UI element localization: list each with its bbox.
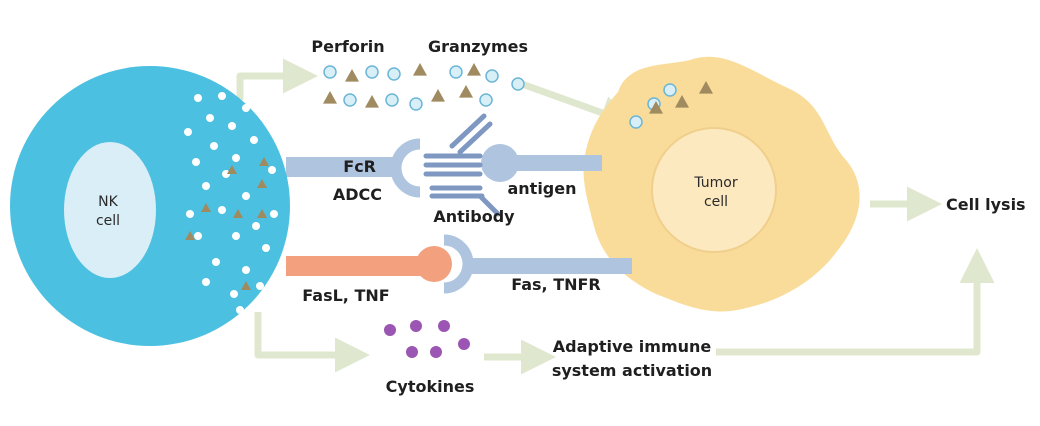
granzyme-granule — [459, 85, 473, 98]
antigen-label: antigen — [507, 179, 576, 198]
nk-granule — [186, 210, 194, 218]
granzyme-granule — [365, 95, 379, 108]
labels: Perforin Granzymes FcR ADCC Antibody ant… — [302, 37, 1025, 396]
perforin-granule — [387, 67, 401, 81]
perforin-granule — [365, 65, 379, 79]
tumor-granzyme — [649, 101, 663, 114]
perforin-granule — [323, 65, 337, 79]
tumor-cell-label-line2: cell — [704, 194, 728, 210]
fcr-cup — [390, 138, 421, 198]
nk-cell: NK cell — [10, 66, 290, 346]
nk-granule — [212, 258, 220, 266]
adcc-label: ADCC — [333, 185, 382, 204]
nk-granule — [270, 210, 278, 218]
adaptive-label-line2: system activation — [552, 361, 712, 380]
cytokine-dot — [458, 338, 470, 350]
antigen-bar — [500, 155, 602, 171]
nk-granule — [242, 104, 250, 112]
tumor-granule — [629, 115, 643, 129]
perforin-granule — [385, 93, 399, 107]
fasl-tnf-label: FasL, TNF — [302, 286, 389, 305]
nk-granzyme — [259, 157, 269, 166]
nk-granule — [184, 128, 192, 136]
nk-granzyme — [257, 209, 267, 218]
nk-granule — [228, 122, 236, 130]
fas-tnfr-label: Fas, TNFR — [511, 275, 601, 294]
antigen-head — [481, 144, 519, 182]
fasl-head — [416, 246, 452, 282]
nk-nucleus — [64, 142, 156, 278]
nk-cell-label-line1: NK — [98, 194, 118, 210]
cytokine-dot — [438, 320, 450, 332]
granules — [184, 63, 713, 358]
antibody — [423, 113, 501, 217]
nk-granule — [202, 182, 210, 190]
tumor-granule — [663, 83, 677, 97]
nk-granzyme — [241, 281, 251, 290]
perforin-granule — [511, 77, 525, 91]
nk-granule — [194, 232, 202, 240]
granzyme-granule — [467, 63, 481, 76]
tumor-granzyme — [675, 95, 689, 108]
nk-cell-label-line2: cell — [96, 213, 120, 229]
nk-granzyme — [227, 165, 237, 174]
fas-bar — [470, 258, 632, 274]
granzymes-label: Granzymes — [428, 37, 528, 56]
perforin-granule — [409, 97, 423, 111]
fcr-label: FcR — [343, 157, 376, 176]
cytokine-dot — [430, 346, 442, 358]
nk-granule — [242, 266, 250, 274]
cytokine-dot — [384, 324, 396, 336]
nk-granule — [206, 114, 214, 122]
tumor-cell: Tumor cell — [583, 56, 860, 312]
nk-granule — [252, 222, 260, 230]
nk-granule — [230, 290, 238, 298]
perforin-granule — [449, 65, 463, 79]
perforin-granule — [485, 69, 499, 83]
antibody-label: Antibody — [433, 207, 515, 226]
nk-granzyme — [233, 209, 243, 218]
nk-granule — [242, 192, 250, 200]
adaptive-label-line1: Adaptive immune — [553, 337, 712, 356]
nk-granule — [250, 136, 258, 144]
nk-granule — [268, 166, 276, 174]
arrow-adaptive-to-lysis — [716, 248, 995, 356]
tumor-granzyme — [699, 81, 713, 94]
fcr-bar — [286, 157, 398, 177]
cytokines-label: Cytokines — [386, 377, 475, 396]
nk-granule — [236, 306, 244, 314]
arrow-to-granules — [236, 58, 318, 100]
nk-granule — [194, 94, 202, 102]
nk-granzyme — [201, 203, 211, 212]
cytokine-dot — [406, 346, 418, 358]
tumor-nucleus — [651, 127, 777, 253]
cytokine-dot — [410, 320, 422, 332]
nk-granule — [218, 92, 226, 100]
receptors — [286, 138, 632, 294]
granzyme-granule — [323, 91, 337, 104]
nk-granule — [256, 282, 264, 290]
nk-granzyme — [257, 179, 267, 188]
nk-granzyme — [185, 231, 195, 240]
cell-lysis-label: Cell lysis — [946, 195, 1026, 214]
nk-granule — [202, 278, 210, 286]
nk-granule — [218, 206, 226, 214]
nk-granule — [210, 142, 218, 150]
nk-granule — [232, 232, 240, 240]
arrow-to-cytokines — [254, 312, 370, 373]
nk-granule — [232, 154, 240, 162]
perforin-granule — [479, 93, 493, 107]
nk-granule — [222, 170, 230, 178]
perforin-granule — [343, 93, 357, 107]
fas-cup — [443, 234, 474, 294]
fasl-bar — [286, 256, 434, 276]
tumor-cell-label-line1: Tumor — [693, 175, 738, 191]
granzyme-granule — [345, 69, 359, 82]
granzyme-granule — [431, 89, 445, 102]
nk-granule — [262, 244, 270, 252]
perforin-label: Perforin — [311, 37, 384, 56]
nk-granule — [192, 158, 200, 166]
granzyme-granule — [413, 63, 427, 76]
